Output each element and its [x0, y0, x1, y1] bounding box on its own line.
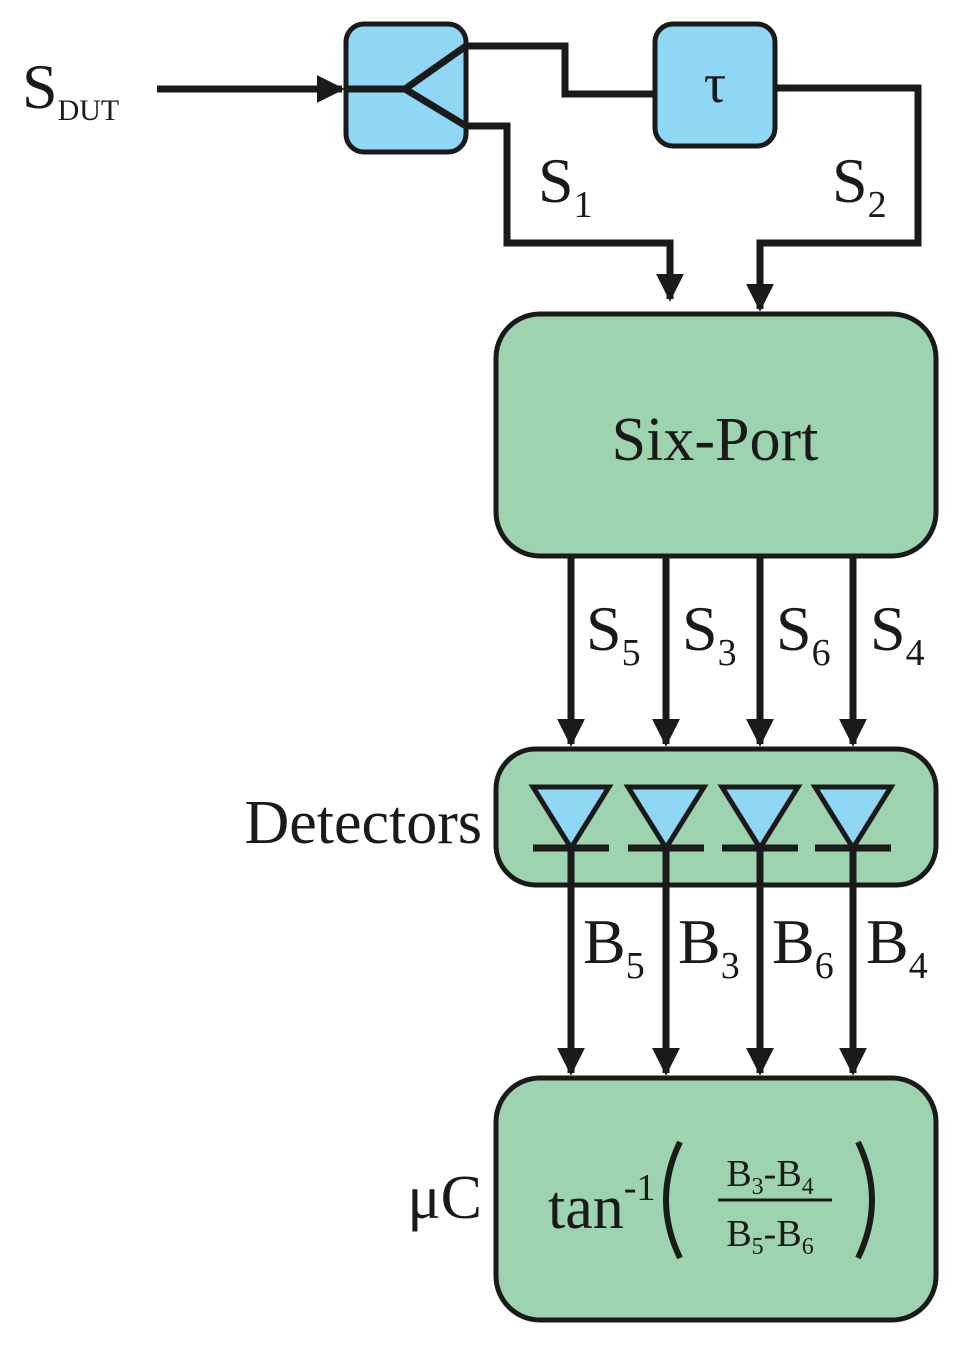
detectors-label: Detectors	[244, 789, 482, 857]
six-port-block	[493, 311, 939, 559]
diode-icon	[810, 784, 896, 853]
baseband-label-b3: B3	[678, 906, 740, 987]
path-label-s1: S1	[538, 145, 593, 226]
right-paren	[855, 1140, 875, 1260]
output-label-s5: S5	[586, 593, 641, 674]
output-label-s6: S6	[776, 593, 831, 674]
path-label-s2: S2	[832, 145, 887, 226]
splitter-to-delay-line	[466, 42, 655, 98]
diode-icon	[717, 784, 803, 853]
left-paren	[663, 1140, 683, 1260]
fraction-denominator: B5-B6	[726, 1213, 813, 1260]
splitter-symbol	[346, 43, 469, 129]
diode-icon	[528, 784, 614, 853]
baseband-label-b4: B4	[866, 906, 928, 987]
microcontroller-label: μC	[407, 1164, 482, 1232]
baseband-label-b5: B5	[583, 906, 645, 987]
baseband-label-b6: B6	[772, 906, 834, 987]
fraction-numerator: B3-B4	[726, 1153, 813, 1200]
six-port-output-lines	[557, 556, 867, 747]
path-s2-line	[746, 84, 922, 312]
input-label: SDUT	[22, 51, 119, 127]
six-port-label: Six-Port	[612, 406, 819, 474]
diode-icon	[623, 784, 709, 853]
output-label-s3: S3	[682, 593, 737, 674]
delay-symbol: τ	[704, 53, 727, 115]
arctan-function: tan-1	[548, 1167, 655, 1242]
output-label-s4: S4	[870, 593, 925, 674]
baseband-lines	[557, 848, 867, 1076]
microcontroller-block	[493, 1075, 939, 1323]
path-s1-line	[466, 122, 684, 302]
